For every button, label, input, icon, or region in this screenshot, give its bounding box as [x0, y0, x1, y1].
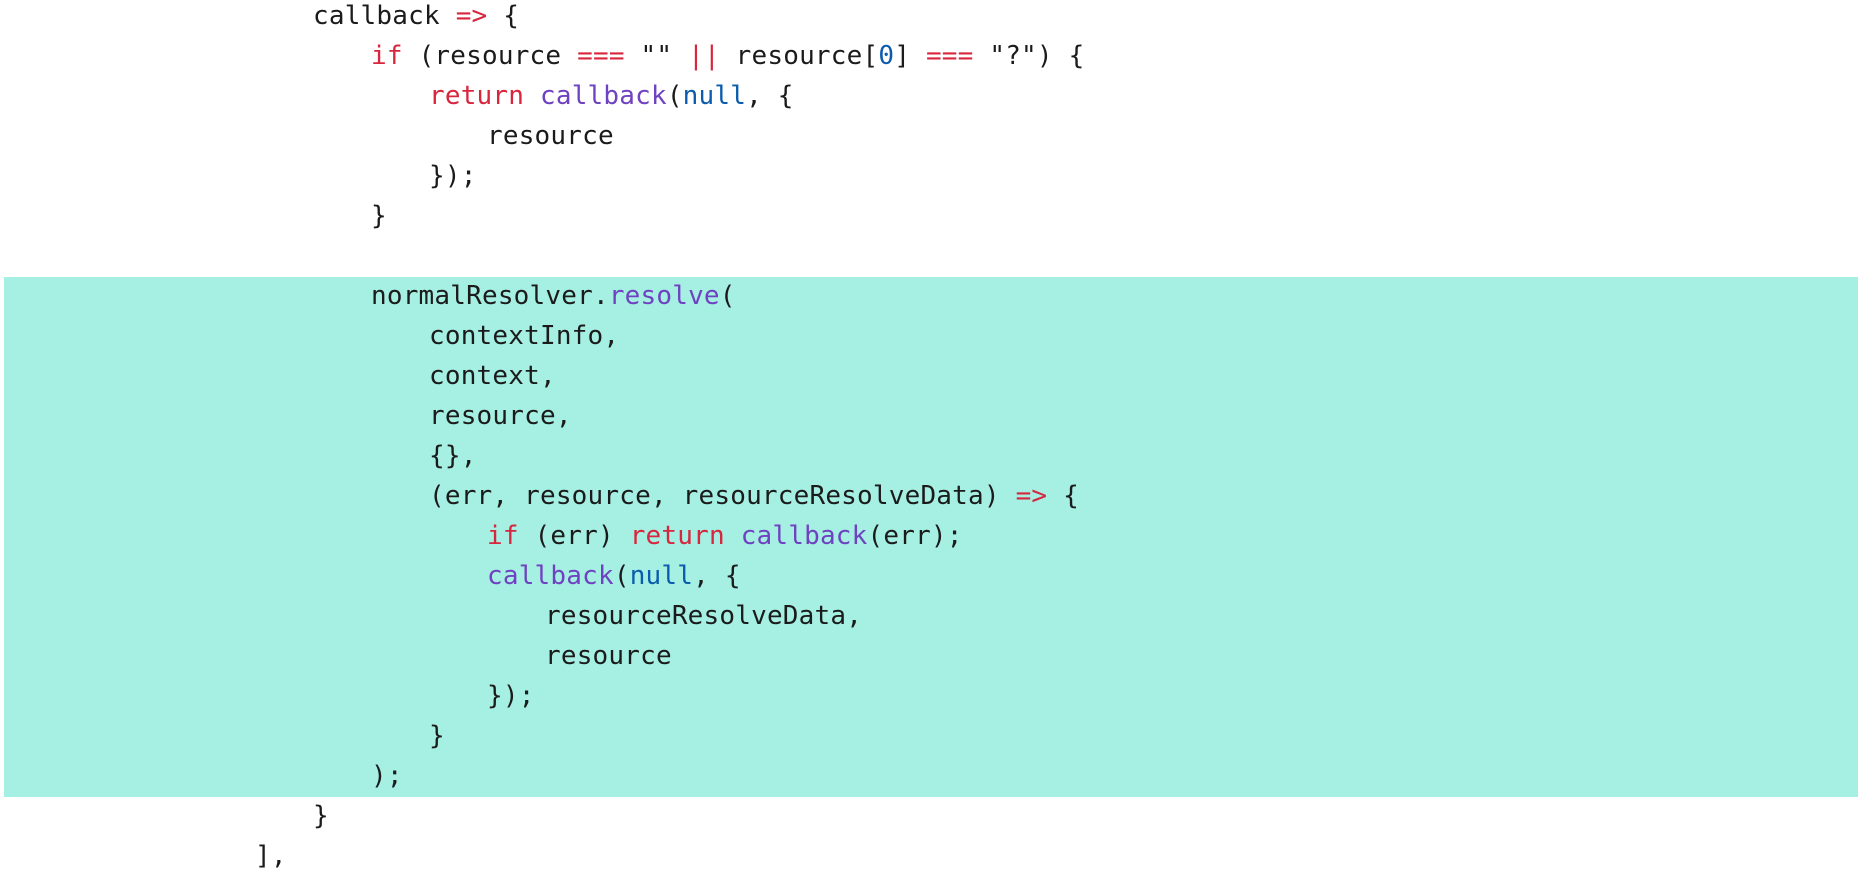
code-token: [725, 521, 741, 551]
code-line: callback => {: [313, 0, 519, 36]
code-line: }: [371, 196, 387, 236]
code-line: }: [429, 716, 445, 756]
code-token: {: [487, 1, 520, 31]
code-token: if: [487, 521, 519, 551]
code-line: if (err) return callback(err);: [487, 516, 963, 556]
code-token: normalResolver.: [371, 281, 609, 311]
code-token: (resource: [402, 41, 578, 71]
code-token: resource: [545, 641, 672, 671]
code-line: resourceResolveData,: [545, 596, 862, 636]
code-token: ===: [925, 41, 974, 71]
code-token: contextInfo,: [429, 321, 620, 351]
code-line: );: [371, 756, 403, 796]
code-line: }: [313, 796, 329, 836]
code-token: ||: [688, 41, 720, 71]
code-token: =>: [455, 1, 488, 31]
code-token: return: [429, 81, 525, 111]
code-line: {},: [429, 436, 477, 476]
code-line: ],: [255, 836, 287, 876]
code-token: {},: [429, 441, 477, 471]
code-token: "?") {: [973, 41, 1085, 71]
code-token: , {: [693, 561, 741, 591]
code-token: ],: [255, 841, 287, 871]
code-line: if (resource === "" || resource[0] === "…: [371, 36, 1084, 76]
code-line: resource: [545, 636, 672, 676]
code-token: (: [666, 81, 683, 111]
code-token: (err);: [867, 521, 963, 551]
code-token: }: [371, 201, 387, 231]
code-token: (err): [518, 521, 630, 551]
code-token: (: [613, 561, 630, 591]
code-line: resource: [487, 116, 614, 156]
code-token: resource[: [719, 41, 879, 71]
code-line: callback(null, {: [487, 556, 741, 596]
code-token: }: [313, 801, 329, 831]
code-token: 0: [878, 41, 895, 71]
highlighted-code-block: [4, 277, 1858, 797]
code-token: callback: [313, 1, 456, 31]
code-token: resource,: [429, 401, 572, 431]
code-token: {: [1047, 481, 1080, 511]
code-line: return callback(null, {: [429, 76, 794, 116]
code-token: ]: [894, 41, 926, 71]
code-line: });: [487, 676, 535, 716]
code-token: (: [719, 281, 736, 311]
code-token: if: [371, 41, 403, 71]
code-token: }: [429, 721, 445, 751]
code-token: (err, resource, resourceResolveData): [429, 481, 1016, 511]
code-token: =>: [1015, 481, 1048, 511]
code-token: "": [624, 41, 689, 71]
code-token: );: [371, 761, 403, 791]
code-token: , {: [746, 81, 794, 111]
code-token: resourceResolveData,: [545, 601, 863, 631]
code-line: normalResolver.resolve(: [371, 276, 736, 316]
code-line: contextInfo,: [429, 316, 619, 356]
code-line: (err, resource, resourceResolveData) => …: [429, 476, 1079, 516]
code-line: });: [429, 156, 477, 196]
code-token: ===: [577, 41, 625, 71]
code-token: });: [487, 681, 535, 711]
code-token: null: [682, 81, 747, 111]
code-token: callback: [740, 521, 868, 551]
code-token: context,: [429, 361, 556, 391]
code-token: callback: [487, 561, 614, 591]
code-token: resource: [487, 121, 614, 151]
code-line: context,: [429, 356, 556, 396]
code-token: resolve: [608, 281, 720, 311]
code-token: return: [629, 521, 725, 551]
code-token: null: [629, 561, 694, 591]
code-token: callback: [539, 81, 667, 111]
code-token: });: [429, 161, 477, 191]
code-token: [524, 81, 540, 111]
code-line: resource,: [429, 396, 572, 436]
